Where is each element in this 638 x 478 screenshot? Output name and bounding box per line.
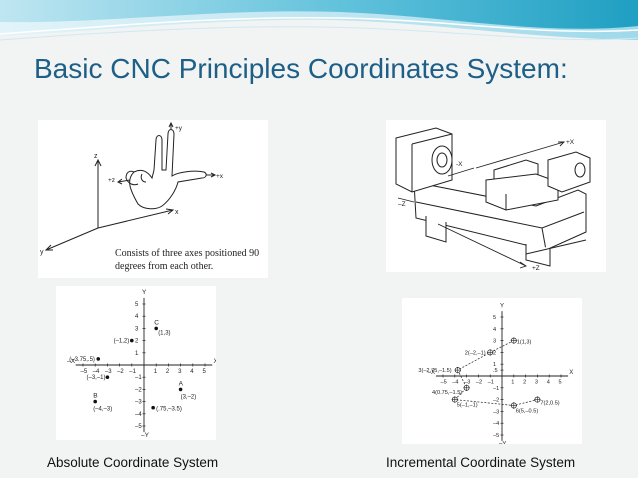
x-tick-label: 2 xyxy=(166,369,170,375)
y-tick-label: –4 xyxy=(493,421,499,427)
point-label: 7(2,0.5) xyxy=(540,401,559,407)
x-tick-label: –2 xyxy=(476,380,482,386)
incremental-coordinate-plot: X –X Y –Y –5–4–3–2–11234554321.5–1–2–3–4… xyxy=(402,298,582,444)
label-y: y xyxy=(40,249,44,256)
absolute-coordinate-plot: X –X Y –Y –5 –4 –3 –2 –1 1 2 3 4 5 5 4 3 2 1 –1 –2 –3 –4 –5… xyxy=(56,286,216,440)
x-axis-line xyxy=(97,209,174,229)
y-tick-label: 4 xyxy=(135,314,139,320)
point-label: (–4,–3) xyxy=(93,407,112,413)
y-tick-label: 3 xyxy=(493,339,496,345)
point-label: (–1,2) xyxy=(114,339,130,345)
label-minus-z: –Z xyxy=(398,201,406,208)
point-label: (–3,–1) xyxy=(87,375,106,381)
label-plus-x: +x xyxy=(216,173,224,180)
x-tick-label: 4 xyxy=(190,369,194,375)
y-tick-label: 2 xyxy=(135,339,139,345)
label-x: x xyxy=(175,209,179,216)
point-marker xyxy=(93,399,97,404)
x-tick-label: 5 xyxy=(559,380,562,386)
y-tick-label: –2 xyxy=(135,387,142,393)
point-marker xyxy=(130,338,134,343)
x-tick-label: 2 xyxy=(523,380,526,386)
y-tick-label: –1 xyxy=(135,375,142,381)
point-marker xyxy=(178,387,183,392)
x-tick-label: 1 xyxy=(511,380,514,386)
slide-title: Basic CNC Principles Coordinates System: xyxy=(34,53,568,84)
y-tick-label: 3 xyxy=(135,326,139,332)
y-axis-label-pos: Y xyxy=(500,304,504,310)
point-label: (1,3) xyxy=(158,330,170,336)
x-tick-label: –1 xyxy=(129,369,136,375)
y-tick-label: –5 xyxy=(493,433,499,439)
x-tick-label: –3 xyxy=(464,380,470,386)
y-tick-label: 2 xyxy=(493,350,496,356)
right-hand-rule-figure: z x y +y +x +z Consists of three axes po… xyxy=(38,120,268,278)
y-tick-label: –1 xyxy=(493,386,499,392)
point-label: 1(1,3) xyxy=(517,340,532,346)
y-tick-label: 5 xyxy=(135,302,139,308)
y-tick-label: –4 xyxy=(135,412,142,418)
point-label: (–3.75,.5) xyxy=(69,357,95,363)
x-axis-label-pos: X xyxy=(214,358,216,365)
y-tick-label: 5 xyxy=(493,315,496,321)
point-label: 2(–2,–1) xyxy=(465,350,486,356)
x-tick-label: –3 xyxy=(105,369,112,375)
y-tick-label: 1 xyxy=(493,362,496,368)
point-label: 4(0.75,–1.5) xyxy=(432,390,462,396)
point-marker xyxy=(154,326,158,331)
caption-incremental: Incremental Coordinate System xyxy=(386,455,576,470)
plus-z-arrow xyxy=(525,239,587,255)
x-tick-label: –4 xyxy=(452,380,458,386)
y-axis-label-neg: –Y xyxy=(499,442,506,444)
y-tick-label: .5 xyxy=(493,368,498,374)
x-tick-label: 3 xyxy=(178,369,182,375)
x-tick-label: 4 xyxy=(547,380,550,386)
x-tick-label: –5 xyxy=(81,369,88,375)
caption-absolute: Absolute Coordinate System xyxy=(47,455,219,470)
axes-caption: Consists of three axes positioned 90 deg… xyxy=(115,248,260,272)
lathe-figure: +X -X –Z +Z xyxy=(386,120,606,272)
y-tick-label: 1 xyxy=(135,351,139,357)
y-tick-label: –3 xyxy=(135,400,142,406)
y-axis-label-pos: Y xyxy=(142,289,147,296)
label-plus-y: +y xyxy=(175,125,183,132)
x-tick-label: –5 xyxy=(441,380,447,386)
x-axis-label-pos: X xyxy=(569,370,573,376)
point-marker xyxy=(105,375,110,379)
point-label: 3(–2.75,–1.5) xyxy=(418,368,451,374)
point-label: (.75,–3.5) xyxy=(156,407,182,413)
point-label: 6(5,–0.5) xyxy=(516,409,539,415)
label-minus-x: -X xyxy=(456,161,463,168)
x-axis-label-neg: –X xyxy=(67,358,76,365)
x-tick-label: –1 xyxy=(488,380,494,386)
y-tick-label: –5 xyxy=(135,424,142,430)
y-axis-label-neg: –Y xyxy=(141,432,150,439)
point-marker xyxy=(96,357,101,361)
y-tick-label: –2 xyxy=(493,398,499,404)
plus-x-arrow xyxy=(475,141,565,169)
label-plus-x: +X xyxy=(566,139,575,146)
label-plus-z: +Z xyxy=(532,265,540,272)
y-axis-line xyxy=(45,227,99,251)
label-z: z xyxy=(94,153,98,160)
point-letter: B xyxy=(93,393,97,400)
point-marker xyxy=(151,405,155,410)
point-letter: C xyxy=(154,319,159,326)
y-tick-label: –3 xyxy=(493,409,499,415)
point-letter: A xyxy=(179,380,184,387)
label-plus-z: +z xyxy=(108,177,115,184)
x-tick-label: 5 xyxy=(203,369,207,375)
x-tick-label: 1 xyxy=(154,369,158,375)
y-tick-label: 4 xyxy=(493,327,496,333)
x-axis-label-neg: –X xyxy=(428,370,435,376)
minus-z-arrow xyxy=(397,197,415,203)
x-tick-label: 3 xyxy=(535,380,538,386)
point-label: 5(–1,–1) xyxy=(457,403,478,409)
point-label: (3,–2) xyxy=(181,394,197,400)
header-swoosh xyxy=(0,0,638,41)
x-tick-label: –2 xyxy=(117,369,124,375)
x-tick-label: –4 xyxy=(93,369,100,375)
